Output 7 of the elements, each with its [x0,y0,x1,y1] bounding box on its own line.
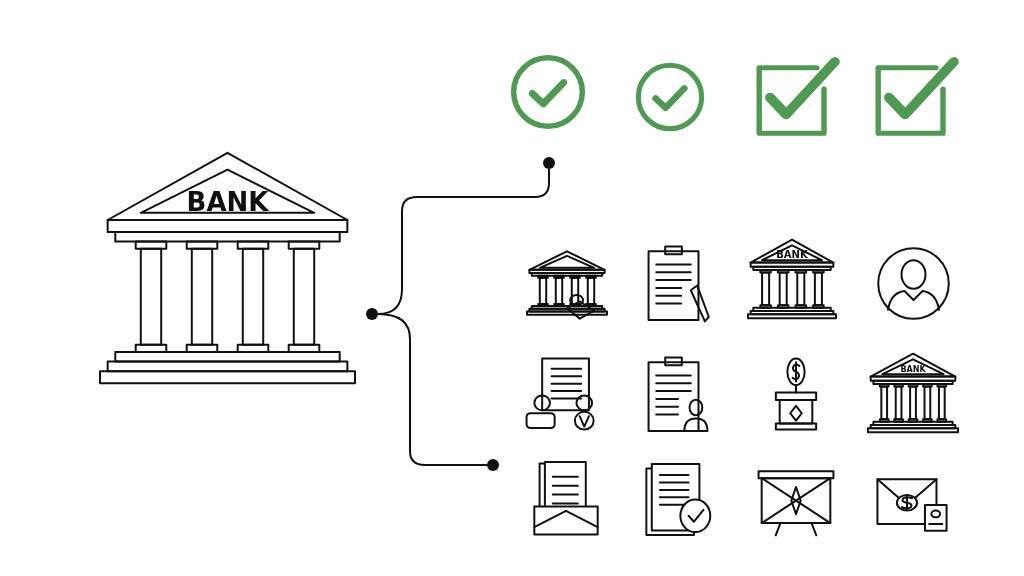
bank-sign-text: BANK [185,188,270,215]
connector-dot [543,157,555,169]
connector-line [377,313,488,466]
bank-sign-text: BANK [775,250,809,261]
connector-dot [487,459,499,471]
bank-sign-text: BANK [899,365,927,374]
connector-dot [366,308,378,320]
